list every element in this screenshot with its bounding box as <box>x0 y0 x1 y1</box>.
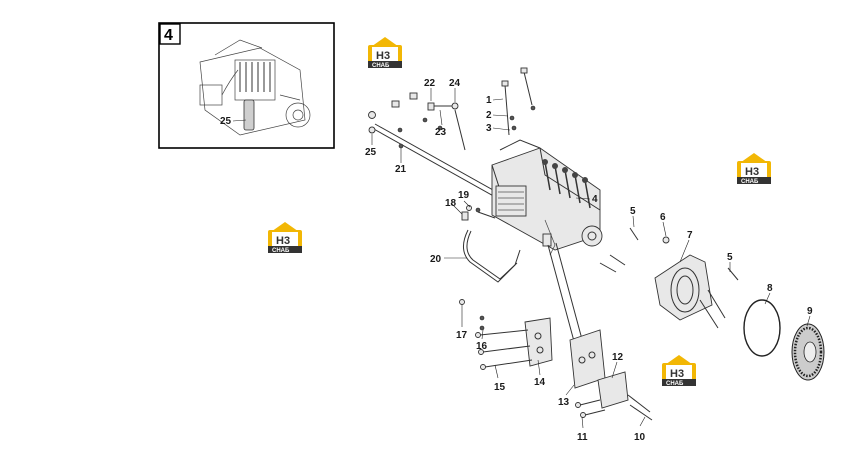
pipe-20 <box>461 205 521 283</box>
callout-16: 16 <box>476 341 488 352</box>
callout-21: 21 <box>395 164 407 175</box>
svg-text:CHAБ: CHAБ <box>741 179 759 185</box>
inset-panel: 4 25 <box>158 22 335 149</box>
logo-watermark: H3 CHAБ <box>268 222 302 254</box>
bolts-1-3 <box>501 67 536 136</box>
callout-9: 9 <box>807 306 813 317</box>
inset-number: 4 <box>164 27 173 44</box>
callout-1: 1 <box>486 95 492 106</box>
callout-20: 20 <box>430 254 442 265</box>
callout-11: 11 <box>577 432 588 443</box>
callout-3: 3 <box>486 123 492 134</box>
bracket-14 <box>475 317 553 370</box>
studs-5-6 <box>599 227 739 281</box>
exploded-view <box>368 67 825 421</box>
callout-8: 8 <box>767 283 773 294</box>
svg-text:H3: H3 <box>670 368 684 380</box>
inset-callout-25: 25 <box>220 116 232 127</box>
callout-10: 10 <box>634 432 646 443</box>
inset-number-box <box>159 23 181 45</box>
callout-labels: 1 2 3 4 5 5 6 7 8 9 10 11 12 13 14 15 16… <box>365 78 813 443</box>
injection-pump <box>491 139 603 256</box>
svg-text:CHAБ: CHAБ <box>372 63 390 69</box>
callout-4: 4 <box>592 194 598 205</box>
callout-5-upper: 5 <box>630 206 636 217</box>
logo-watermark: H3 CHAБ <box>368 37 402 69</box>
svg-text:CHAБ: CHAБ <box>666 381 684 387</box>
callout-22: 22 <box>424 78 436 89</box>
callout-7: 7 <box>687 230 693 241</box>
svg-text:H3: H3 <box>376 50 390 62</box>
svg-text:H3: H3 <box>276 235 290 247</box>
callout-6: 6 <box>660 212 666 223</box>
callout-13: 13 <box>558 397 570 408</box>
svg-text:H3: H3 <box>745 166 759 178</box>
callout-15: 15 <box>494 382 506 393</box>
bolts-16-17 <box>459 299 485 331</box>
callout-23: 23 <box>435 127 447 138</box>
callout-19: 19 <box>458 190 470 201</box>
flange-housing-7 <box>654 254 726 329</box>
inset-leader <box>232 119 247 122</box>
callout-24: 24 <box>449 78 461 89</box>
fittings-22-24 <box>391 92 466 151</box>
callout-12: 12 <box>612 352 624 363</box>
callout-25: 25 <box>365 147 377 158</box>
leader-lines <box>371 88 811 429</box>
plate-12 <box>575 371 653 421</box>
callout-17: 17 <box>456 330 468 341</box>
callout-14: 14 <box>534 377 546 388</box>
callout-18: 18 <box>445 198 457 209</box>
gear-9 <box>791 323 825 381</box>
logo-watermark: H3 CHAБ <box>662 355 696 387</box>
svg-text:CHAБ: CHAБ <box>272 248 290 254</box>
o-ring-8 <box>743 299 781 357</box>
callout-5-lower: 5 <box>727 252 733 263</box>
callout-2: 2 <box>486 110 492 121</box>
inset-pump-illustration <box>199 39 311 136</box>
logo-watermark: H3 CHAБ <box>737 153 771 185</box>
bracket-13 <box>547 242 606 389</box>
